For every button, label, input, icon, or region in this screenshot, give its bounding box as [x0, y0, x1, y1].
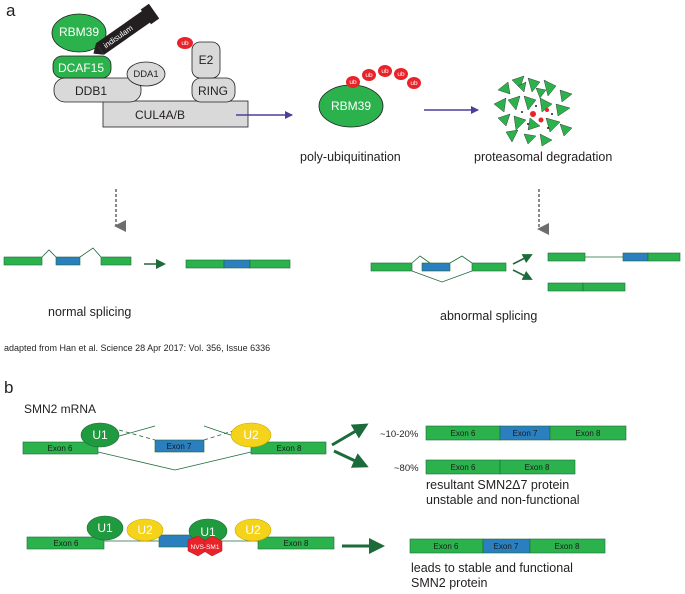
- exon6-r1: [22, 441, 99, 455]
- ub-chain-label: ub: [381, 68, 389, 75]
- u2-r2-left-label: U2: [137, 523, 153, 537]
- fl-exon7-label: Exon 7: [513, 429, 538, 438]
- normal-premrna: [3, 247, 132, 266]
- full-length-mrna-r2: [409, 538, 606, 554]
- ub-chain-item: [394, 68, 408, 80]
- exon6-r2-label: Exon 6: [54, 539, 79, 548]
- u2-r1: [230, 422, 272, 448]
- ddb1-label: DDB1: [75, 84, 107, 98]
- ub-chain-label: ub: [397, 71, 405, 78]
- abnormal-mrna-skipped: [547, 282, 626, 292]
- exon6-r1-label: Exon 6: [48, 444, 73, 453]
- nvs-sm1-drug: NVS-SM1: [187, 535, 223, 557]
- exon6-r2: [26, 536, 105, 550]
- delta7-mrna: [425, 459, 576, 475]
- arrow-inclusion: [331, 423, 369, 447]
- fl2-exon6-label: Exon 6: [434, 542, 459, 551]
- panel-a-label: a: [6, 1, 16, 20]
- rbm39-top-oval: [51, 13, 107, 53]
- ub-chain-item: [407, 77, 421, 89]
- dda1-label: DDA1: [133, 69, 158, 80]
- cul4-label: CUL4A/B: [135, 108, 185, 122]
- ub-chain: ub ub ub ub ub: [346, 65, 421, 89]
- u2-r2-right: [234, 518, 272, 542]
- ub-chain-label: ub: [349, 79, 357, 86]
- ub-chain-item: [362, 69, 376, 81]
- fl-exon8-label: Exon 8: [576, 429, 601, 438]
- exon8-r1: [250, 441, 327, 455]
- dcaf15-box: [52, 55, 112, 79]
- normal-mrna: [185, 259, 291, 269]
- degraded-dots: [521, 105, 553, 129]
- exon8-r1-label: Exon 8: [277, 444, 302, 453]
- nvs-sm1-label: NVS-SM1: [191, 544, 220, 551]
- arrow-abnormal-up: [512, 254, 533, 265]
- degradation-caption: proteasomal degradation: [474, 150, 612, 164]
- full-length-mrna-r1: [425, 425, 627, 441]
- smn2-title: SMN2 mRNA: [24, 402, 96, 416]
- ub-chain-item: [346, 76, 360, 88]
- degraded-ub-fragments: [530, 108, 549, 123]
- exon8-r2: [257, 536, 335, 550]
- e2-label: E2: [199, 53, 214, 67]
- d7-exon6-label: Exon 6: [451, 463, 476, 472]
- fl-exon6-label: Exon 6: [451, 429, 476, 438]
- cul4-box: [102, 100, 249, 128]
- ring-label: RING: [198, 84, 228, 98]
- ub-chain-item: [378, 65, 392, 77]
- fl2-exon8-label: Exon 8: [555, 542, 580, 551]
- abnormal-mrna-intron-retained: [547, 252, 681, 262]
- abnormal-splicing-caption: abnormal splicing: [440, 309, 537, 323]
- ub-e2-label: ub: [181, 40, 189, 47]
- abnormal-premrna: [370, 255, 507, 283]
- dcaf15-label: DCAF15: [58, 61, 104, 75]
- panel-b-label: b: [4, 378, 13, 397]
- arrow-abnormal-down: [512, 269, 533, 280]
- u1-r2-right-label: U1: [200, 525, 216, 539]
- rbm39-ub-label: RBM39: [331, 99, 371, 113]
- u2-r2-left: [126, 518, 164, 542]
- ub-chain-label: ub: [410, 80, 418, 87]
- result-unstable-line2: unstable and non-functional: [426, 493, 580, 507]
- dda1-oval: [126, 61, 166, 87]
- ub-chain-label: ub: [365, 72, 373, 79]
- poly-ub-caption: poly-ubiquitination: [300, 150, 401, 164]
- u2-r2-right-label: U2: [245, 523, 261, 537]
- d7-exon8-label: Exon 8: [525, 463, 550, 472]
- citation: adapted from Han et al. Science 28 Apr 2…: [4, 343, 270, 353]
- fl2-exon7-label: Exon 7: [494, 542, 519, 551]
- arrow-skipping: [333, 449, 369, 468]
- degraded-fragments: [493, 75, 573, 147]
- u2-r1-label: U2: [243, 428, 259, 442]
- pct-skipping: ~80%: [394, 463, 419, 474]
- pct-inclusion: ~10-20%: [380, 429, 419, 440]
- u1-r1: [80, 422, 120, 448]
- u1-r2-left: [86, 515, 124, 541]
- e2-box: [191, 41, 221, 79]
- exon7-r1: [154, 439, 205, 453]
- result-stable-line1: leads to stable and functional: [411, 561, 573, 575]
- exon8-r2-label: Exon 8: [284, 539, 309, 548]
- u1-r2-left-label: U1: [97, 521, 113, 535]
- result-unstable-line1: resultant SMN2Δ7 protein: [426, 478, 569, 492]
- rbm39-top-label: RBM39: [59, 25, 99, 39]
- exon7-r1-label: Exon 7: [167, 442, 192, 451]
- result-stable-line2: SMN2 protein: [411, 576, 487, 590]
- u1-r1-label: U1: [92, 428, 108, 442]
- normal-splicing-caption: normal splicing: [48, 305, 131, 319]
- ub-e2-tag: [177, 37, 193, 49]
